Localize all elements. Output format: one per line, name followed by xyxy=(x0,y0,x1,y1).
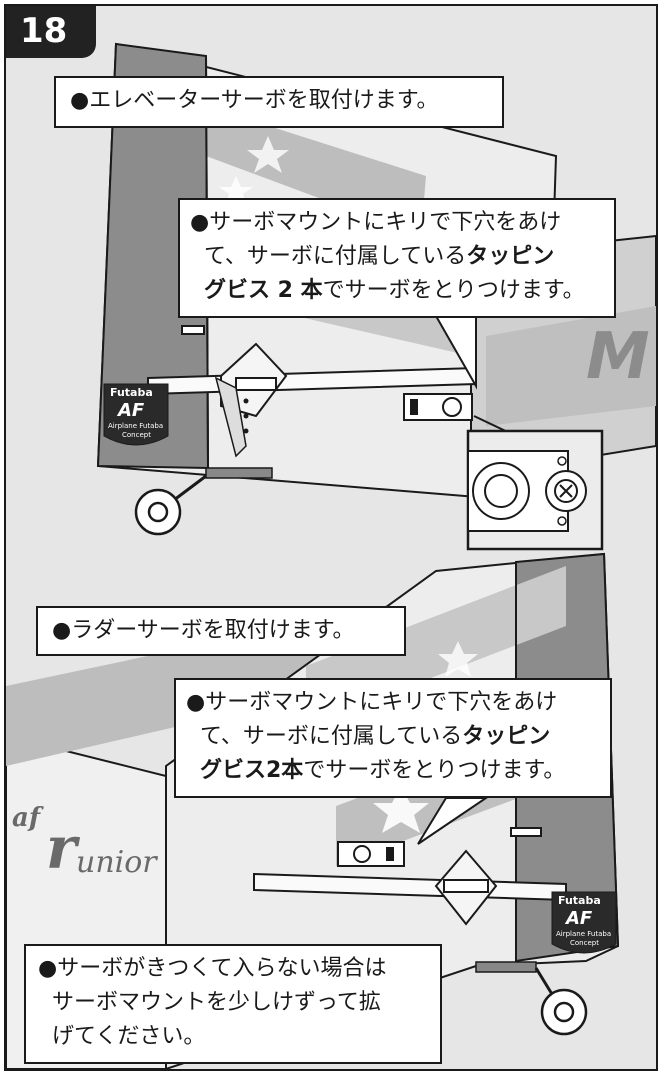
tight-note-line3: げてください。 xyxy=(52,1024,206,1049)
rudder-detail-line2: て、サーボに付属しているタッピン xyxy=(200,724,551,749)
tight-servo-note-callout: ●サーボがきつくて入らない場合は サーボマウントを少しけずって拡 げてください。 xyxy=(24,944,442,1064)
rudder-detail-line1: ●サーボマウントにキリで下穴をあけ xyxy=(186,690,558,715)
tight-note-line2: サーボマウントを少しけずって拡 xyxy=(52,990,381,1015)
svg-text:Concept: Concept xyxy=(122,431,151,439)
rudder-detail-callout: ●サーボマウントにキリで下穴をあけ て、サーボに付属しているタッピン グビス2本… xyxy=(174,678,612,798)
svg-text:AF: AF xyxy=(564,908,593,929)
script-decal-a: af xyxy=(12,803,44,833)
svg-text:Airplane Futaba: Airplane Futaba xyxy=(556,930,611,938)
af-logo-top: Futaba AF Airplane Futaba Concept xyxy=(103,383,169,446)
rudder-title-text: ●ラダーサーボを取付けます。 xyxy=(52,618,355,643)
script-decal-b: r xyxy=(46,814,81,882)
rudder-title-callout: ●ラダーサーボを取付けます。 xyxy=(36,606,406,656)
callout-pointers xyxy=(417,315,490,845)
step-panel: M af r unior Futaba AF Airplane Futaba C… xyxy=(4,4,658,1071)
svg-text:AF: AF xyxy=(116,400,145,421)
af-logo-bottom: Futaba AF Airplane Futaba Concept xyxy=(551,891,617,954)
svg-text:Futaba: Futaba xyxy=(558,894,601,907)
svg-text:Airplane Futaba: Airplane Futaba xyxy=(108,422,163,430)
svg-text:Futaba: Futaba xyxy=(110,386,153,399)
servo-detail-inset xyxy=(466,415,604,551)
svg-text:Concept: Concept xyxy=(570,939,599,947)
rudder-detail-line3: グビス2本でサーボをとりつけます。 xyxy=(200,758,566,783)
elevator-detail-line1: ●サーボマウントにキリで下穴をあけ xyxy=(190,210,562,235)
elevator-title-text: ●エレベーターサーボを取付けます。 xyxy=(70,88,439,113)
script-decal-c: unior xyxy=(76,845,158,880)
assembly-illustration: M af r unior Futaba AF Airplane Futaba C… xyxy=(6,42,656,1069)
step-number: 18 xyxy=(6,6,96,58)
elevator-detail-callout: ●サーボマウントにキリで下穴をあけ て、サーボに付属しているタッピン グビス 2… xyxy=(178,198,616,318)
elevator-title-callout: ●エレベーターサーボを取付けます。 xyxy=(54,76,504,128)
elevator-detail-line3: グビス 2 本でサーボをとりつけます。 xyxy=(204,278,585,303)
elevator-detail-line2: て、サーボに付属しているタッピン xyxy=(204,244,555,269)
fuselage-decal-letter: M xyxy=(586,320,650,394)
tight-note-line1: ●サーボがきつくて入らない場合は xyxy=(38,956,387,981)
